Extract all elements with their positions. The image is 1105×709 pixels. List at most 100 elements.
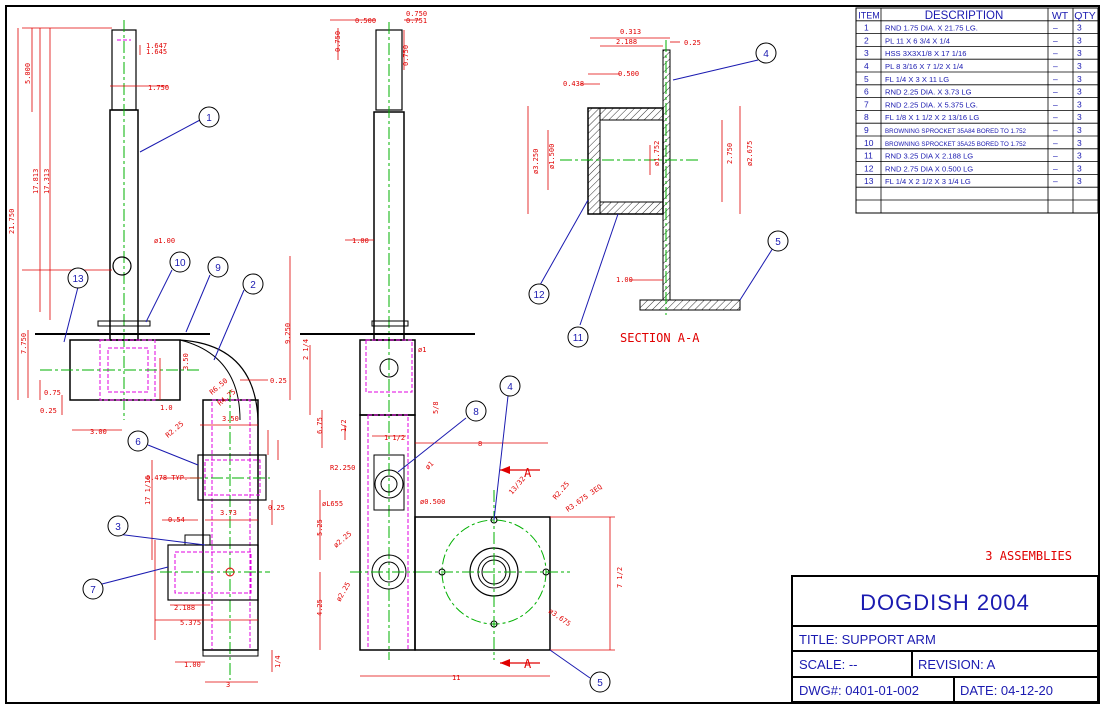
bom-row-item: 8 [864,112,869,122]
balloon-10: 10 [169,251,191,273]
bom-row-item: 2 [864,35,869,45]
bom-row-description: PL 11 X 6 3/4 X 1/4 [885,36,950,45]
balloon-3: 3 [107,515,129,537]
bom-header-qty: QTY [1074,10,1096,22]
svg-text:ø1.500: ø1.500 [548,144,556,169]
bom-row-qty: 3 [1077,163,1082,173]
svg-text:0.750: 0.750 [406,10,427,18]
svg-text:7.750: 7.750 [20,333,28,354]
bom-row-item: 11 [864,151,873,161]
svg-text:1.645: 1.645 [146,48,167,56]
svg-text:10: 10 [174,258,186,269]
svg-text:ø0.500: ø0.500 [420,498,445,506]
svg-text:13: 13 [72,274,84,285]
svg-text:0.25: 0.25 [270,377,287,385]
bom-row-wt: – [1053,61,1058,71]
svg-text:0.25: 0.25 [684,39,701,47]
bom-row-qty: 3 [1077,74,1082,84]
svg-text:7: 7 [90,585,96,596]
drawing-revision: REVISION: A [918,657,996,672]
assemblies-note: 3 ASSEMBLIES [985,549,1072,563]
svg-text:17 1/16: 17 1/16 [144,475,152,505]
svg-text:5/8: 5/8 [432,401,440,414]
drawing-scale: SCALE: -- [799,657,858,672]
svg-text:1.00: 1.00 [184,661,201,669]
bom-row-wt: – [1053,163,1058,173]
bom-row-description: FL 1/4 X 2 1/2 X 3 1/4 LG [885,177,971,186]
balloon-13: 13 [67,267,89,289]
drawing-number: DWG#: 0401-01-002 [799,683,919,698]
balloon-2: 2 [242,273,264,295]
bom-row-item: 9 [864,125,869,135]
svg-text:0.75: 0.75 [44,389,61,397]
bom-row-item: 6 [864,87,869,97]
svg-text:21.750: 21.750 [8,209,16,234]
svg-text:4: 4 [507,382,513,393]
svg-text:1.00: 1.00 [352,237,369,245]
balloon-5: 5 [767,230,789,252]
section-view: 0.313 2.188 0.25 0.500 0.438 ø3.250 ø1.5… [527,28,754,345]
svg-text:0.500: 0.500 [355,17,376,25]
bom-row-qty: 3 [1077,48,1082,58]
svg-text:2.188: 2.188 [174,604,195,612]
svg-text:0.750: 0.750 [334,31,342,52]
balloon-5b: 5 [589,671,611,693]
bom-row-wt: – [1053,125,1058,135]
bom-row-item: 13 [864,176,874,186]
svg-text:ø2.675: ø2.675 [746,141,754,166]
bom-row-item: 7 [864,99,869,109]
svg-text:12: 12 [533,290,545,301]
svg-text:1.00: 1.00 [616,276,633,284]
svg-text:2: 2 [250,280,256,291]
svg-text:5.375: 5.375 [180,619,201,627]
svg-text:1/2: 1/2 [340,419,348,432]
svg-text:0.478 TYP.: 0.478 TYP. [146,474,188,482]
svg-text:5.000: 5.000 [24,63,32,84]
bom-row-wt: – [1053,35,1058,45]
bom-row-qty: 3 [1077,87,1082,97]
bom-row-item: 3 [864,48,869,58]
bom-row-qty: 3 [1077,151,1082,161]
balloon-8: 8 [465,400,487,422]
svg-text:5: 5 [775,237,781,248]
svg-text:3.50: 3.50 [222,415,239,423]
svg-text:1.750: 1.750 [148,84,169,92]
drawing-border [5,5,1100,704]
bom-header-wt: WT [1052,10,1069,22]
section-mark-bottom: A [524,657,532,671]
bom-row-description: RND 2.75 DIA X 0.500 LG [885,164,973,173]
bom-row-qty: 3 [1077,35,1082,45]
svg-text:6: 6 [135,437,141,448]
bom-row-item: 4 [864,61,869,71]
svg-text:11: 11 [452,674,460,682]
bom-row-qty: 3 [1077,99,1082,109]
balloons: 1 2 3 4 5 6 7 8 9 10 11 12 13 4 5 [67,42,789,693]
svg-text:5: 5 [597,678,603,689]
svg-text:ø1: ø1 [418,346,426,354]
svg-text:ø2.25: ø2.25 [332,530,353,550]
bom-row-wt: – [1053,23,1058,33]
svg-text:2.750: 2.750 [726,143,734,164]
svg-text:0.751: 0.751 [406,17,427,25]
left-view: 21.750 5.000 17.813 17.313 7.750 1.647 1… [8,20,287,689]
section-mark-top: A [524,466,532,480]
bom-row-qty: 3 [1077,138,1082,148]
title-block: 3 ASSEMBLIES DOGDISH 2004 TITLE: SUPPORT… [791,549,1099,703]
svg-text:2.188: 2.188 [616,38,637,46]
bom-row-wt: – [1053,112,1058,122]
svg-text:9: 9 [215,263,221,274]
balloon-9: 9 [207,256,229,278]
bom-row-qty: 3 [1077,61,1082,71]
svg-text:8: 8 [473,407,479,418]
bom-row-wt: – [1053,99,1058,109]
bom-row-item: 1 [864,23,869,33]
bom-row-qty: 3 [1077,23,1082,33]
drawing-title: TITLE: SUPPORT ARM [799,632,936,647]
bom-row-qty: 3 [1077,112,1082,122]
svg-text:0.54: 0.54 [168,516,185,524]
svg-text:6.75: 6.75 [316,417,324,434]
leader-lines [63,59,774,679]
svg-text:0.438: 0.438 [563,80,584,88]
balloon-12: 12 [528,283,550,305]
